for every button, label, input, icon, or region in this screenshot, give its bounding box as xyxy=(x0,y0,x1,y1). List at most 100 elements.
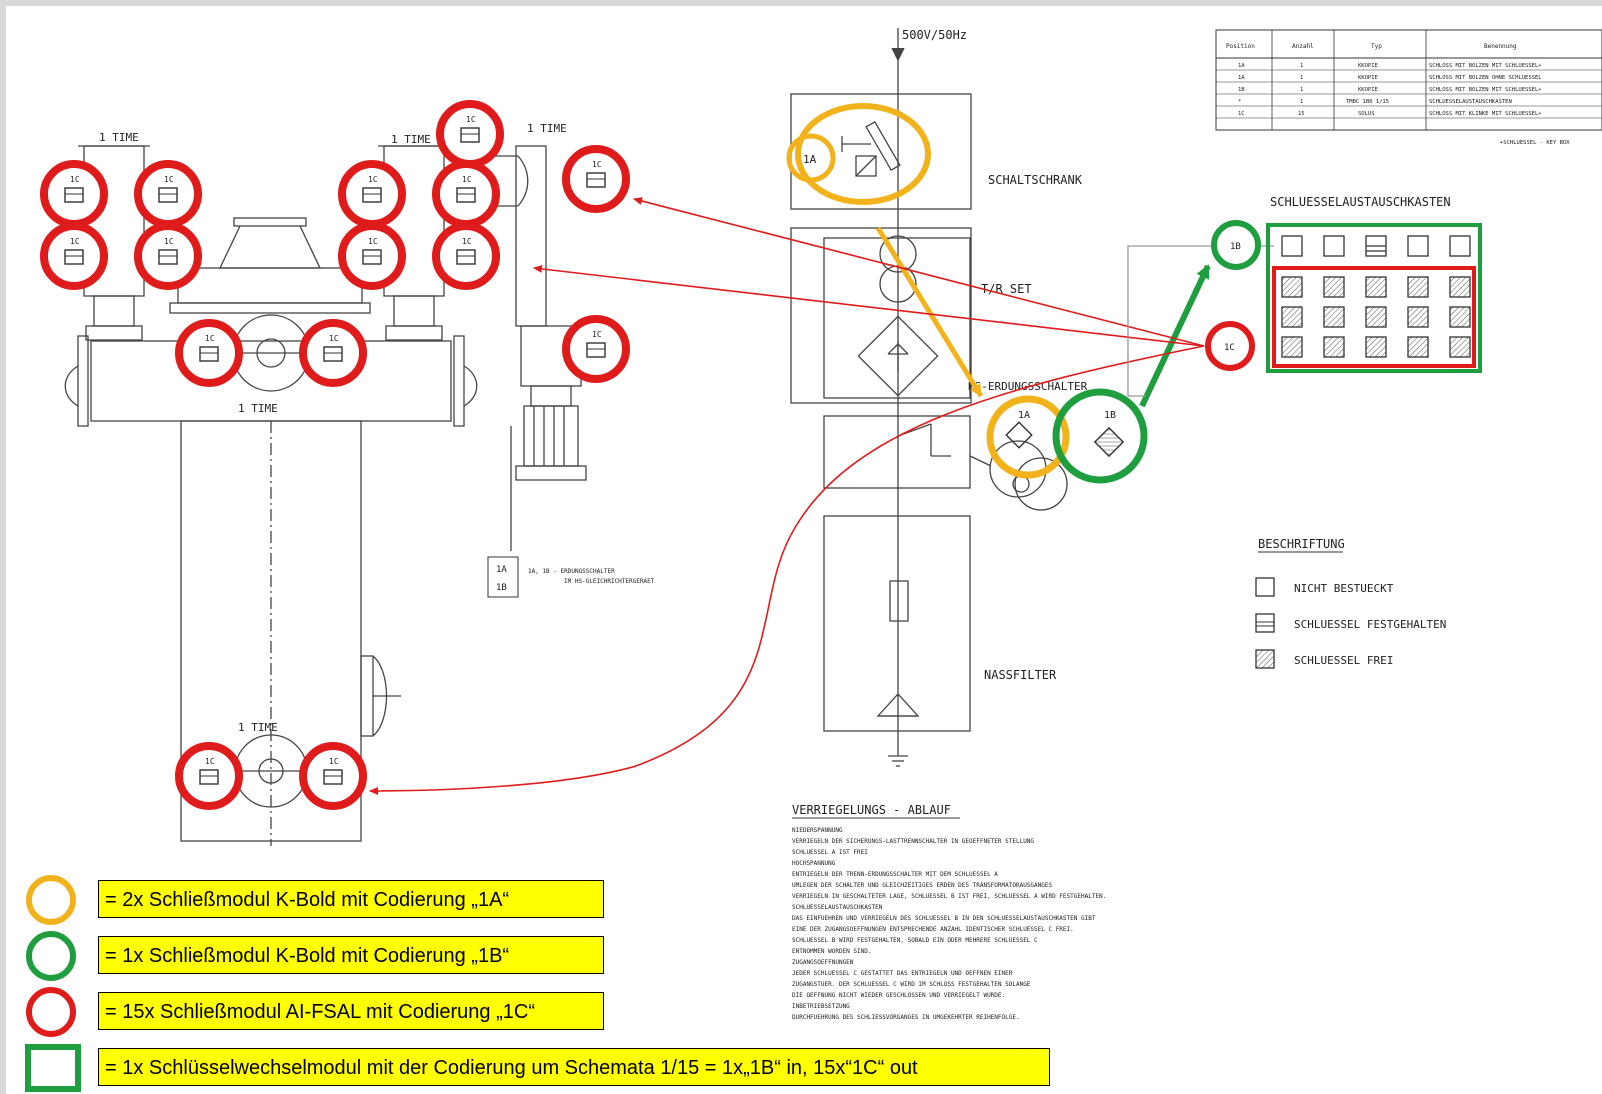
svg-text:1C: 1C xyxy=(462,237,472,246)
table-cell: 15 xyxy=(1298,111,1305,117)
table-cell: 1A xyxy=(1238,75,1245,81)
svg-text:1C: 1C xyxy=(1224,343,1235,353)
note-line1: 1A, 1B - ERDUNGSSCHALTER xyxy=(528,568,615,575)
verriegelung-title: VERRIEGELUNGS - ABLAUF xyxy=(792,803,951,817)
verriegelung-line: DURCHFUEHRUNG DES SCHLIESSVORGANGES IN U… xyxy=(792,1014,1020,1021)
verriegelung-block: VERRIEGELUNGS - ABLAUF NIEDERSPANNUNG VE… xyxy=(792,803,1106,1021)
table-header: Anzahl xyxy=(1292,43,1314,50)
svg-text:1C: 1C xyxy=(592,330,602,339)
tr-set-label: T/R SET xyxy=(981,282,1032,296)
svg-text:1C: 1C xyxy=(329,757,339,766)
legend-red-circle-icon xyxy=(26,987,76,1037)
verriegelung-line: SCHLUESSELAUSTAUSCHKASTEN xyxy=(792,904,883,911)
verriegelung-line: INBETRIEBSETZUNG xyxy=(792,1003,850,1010)
table-cell: 1A xyxy=(1238,63,1245,69)
lock-1c: 1C xyxy=(436,100,504,168)
legend-entry-1c: = 15x Schließmodul AI-FSAL mit Codierung… xyxy=(98,992,604,1030)
supply-label: 500V/50Hz xyxy=(902,28,967,42)
time-label: 1 TIME xyxy=(238,721,278,734)
svg-text:1A: 1A xyxy=(1018,410,1030,421)
table-cell: 1 xyxy=(1300,63,1303,69)
table-cell: SCHLOSS MIT BOLZEN MIT SCHLUESSEL+ xyxy=(1429,63,1542,69)
verriegelung-line: ENTRIEGELN DER TRENN-ERDUNGSSCHALTER MIT… xyxy=(792,871,998,878)
svg-text:1C: 1C xyxy=(70,175,80,184)
table-cell: TMBC 1B0 1/15 xyxy=(1346,99,1389,105)
legend-green-circle-icon xyxy=(26,931,76,981)
nassfilter-label: NASSFILTER xyxy=(984,668,1057,682)
verriegelung-line: HOCHSPANNUNG xyxy=(792,860,836,867)
table-cell: SCHLOSS MIT BOLZEN OHNE SCHLUESSEL xyxy=(1429,75,1542,81)
lock-1c: 1C xyxy=(299,319,367,387)
drawing-frame: 1 TIME 1 TIME 1 TIME 1 TIME 1 TIME 1A 1B… xyxy=(6,6,1602,1094)
lock-1c: 1C xyxy=(134,222,202,290)
lock-1c: 1C xyxy=(134,160,202,228)
time-label: 1 TIME xyxy=(527,122,567,135)
verriegelung-line: NIEDERSPANNUNG xyxy=(792,827,843,834)
verriegelung-line: UMLEGEN DER SCHALTER UND GLEICHZEITIGES … xyxy=(792,882,1052,889)
svg-text:1C: 1C xyxy=(164,175,174,184)
table-cell: 1 xyxy=(1300,99,1303,105)
lock-1c: 1C xyxy=(40,222,108,290)
note-box-1b: 1B xyxy=(496,583,507,593)
svg-text:1C: 1C xyxy=(329,334,339,343)
exchange-box-frame xyxy=(1266,223,1482,373)
legend-yellow-circle-icon xyxy=(26,875,76,925)
table-cell: 1B xyxy=(1238,87,1245,93)
arrows-1c xyxy=(369,197,1205,795)
verriegelung-line: ZUGANGSTUER. DER SCHLUESSEL C WIRD IM SC… xyxy=(792,981,1031,988)
lock-1b-tag xyxy=(1211,220,1261,270)
verriegelung-line: DAS EINFUEHREN UND VERRIEGELN DES SCHLUE… xyxy=(792,915,1096,922)
time-label: 1 TIME xyxy=(99,131,139,144)
legend-entry-exchange: = 1x Schlüsselwechselmodul mit der Codie… xyxy=(98,1048,1050,1086)
lock-1c: 1C xyxy=(432,222,500,290)
verriegelung-line: SCHLUESSEL A IST FREI xyxy=(792,849,868,856)
svg-text:1B: 1B xyxy=(1104,410,1116,421)
beschriftung: BESCHRIFTUNG NICHT BESTUECKT SCHLUESSEL … xyxy=(1255,537,1446,669)
exchange-box: SCHLUESSELAUSTAUSCHKASTEN 1B 1C xyxy=(1127,195,1482,397)
exchange-box-title: SCHLUESSELAUSTAUSCHKASTEN xyxy=(1270,195,1451,209)
lock-1c: 1C xyxy=(299,742,367,810)
earthing-note: 1A 1B 1A, 1B - ERDUNGSSCHALTER IM HS-GLE… xyxy=(487,556,655,598)
table-cell: KKOPIE xyxy=(1358,63,1378,69)
svg-text:1C: 1C xyxy=(462,175,472,184)
table-cell: SOLUS xyxy=(1358,111,1375,117)
verriegelung-line: VERRIEGELN IN GESCHALTETER LAGE, SCHLUES… xyxy=(792,893,1106,900)
svg-text:1C: 1C xyxy=(205,757,215,766)
svg-text:1A: 1A xyxy=(803,153,817,166)
note-box-1a: 1A xyxy=(496,565,507,575)
table-cell: 1 xyxy=(1300,75,1303,81)
legend-entry-1a: = 2x Schließmodul K-Bold mit Codierung „… xyxy=(98,880,604,918)
table-cell: SCHLOSS MIT BOLZEN MIT SCHLUESSEL+ xyxy=(1429,87,1542,93)
note-line2: IM HS-GLEICHRICHTERGERAET xyxy=(564,578,655,585)
lock-1c: 1C xyxy=(432,160,500,228)
beschriftung-item: SCHLUESSEL FREI xyxy=(1294,654,1393,667)
svg-text:1C: 1C xyxy=(70,237,80,246)
table-header: Benennung xyxy=(1484,43,1517,50)
lock-1a-erdung xyxy=(986,395,1070,479)
verriegelung-line: ZUGANGSOEFFNUNGEN xyxy=(792,959,854,966)
verriegelung-line: SCHLUESSEL B WIRD FESTGEHALTEN, SOBALD E… xyxy=(792,937,1038,944)
table-cell: 1C xyxy=(1238,111,1245,117)
lock-1c-tag xyxy=(1205,321,1255,371)
lock-1c: 1C xyxy=(562,315,630,383)
svg-text:1C: 1C xyxy=(368,237,378,246)
lock-1c: 1C xyxy=(338,160,406,228)
table-footnote: +SCHLUESSEL - KEY BOX xyxy=(1500,140,1570,146)
time-label: 1 TIME xyxy=(391,133,431,146)
lock-1c: 1C xyxy=(562,145,630,213)
lock-1b-group: 1B xyxy=(1052,388,1148,484)
table-cell: * xyxy=(1238,99,1241,105)
table-cell: KKOPIE xyxy=(1358,75,1378,81)
beschriftung-item: NICHT BESTUECKT xyxy=(1294,582,1394,595)
table-cell: KKOPIE xyxy=(1358,87,1378,93)
legend-green-square-icon xyxy=(25,1044,81,1092)
lock-1a-group: 1A 1A xyxy=(786,103,1070,479)
lock-1b-erdung xyxy=(1052,388,1148,484)
table-header: Position xyxy=(1226,43,1255,50)
single-line-diagram xyxy=(790,28,1068,767)
schematic-drawing: 1 TIME 1 TIME 1 TIME 1 TIME 1 TIME 1A 1B… xyxy=(25,28,1602,1092)
svg-text:1C: 1C xyxy=(205,334,215,343)
beschriftung-title: BESCHRIFTUNG xyxy=(1258,537,1345,551)
time-labels: 1 TIME 1 TIME 1 TIME 1 TIME 1 TIME xyxy=(99,122,567,734)
verriegelung-line: DIE OEFFNUNG NICHT WIEDER GESCHLOSSEN UN… xyxy=(792,992,1005,999)
